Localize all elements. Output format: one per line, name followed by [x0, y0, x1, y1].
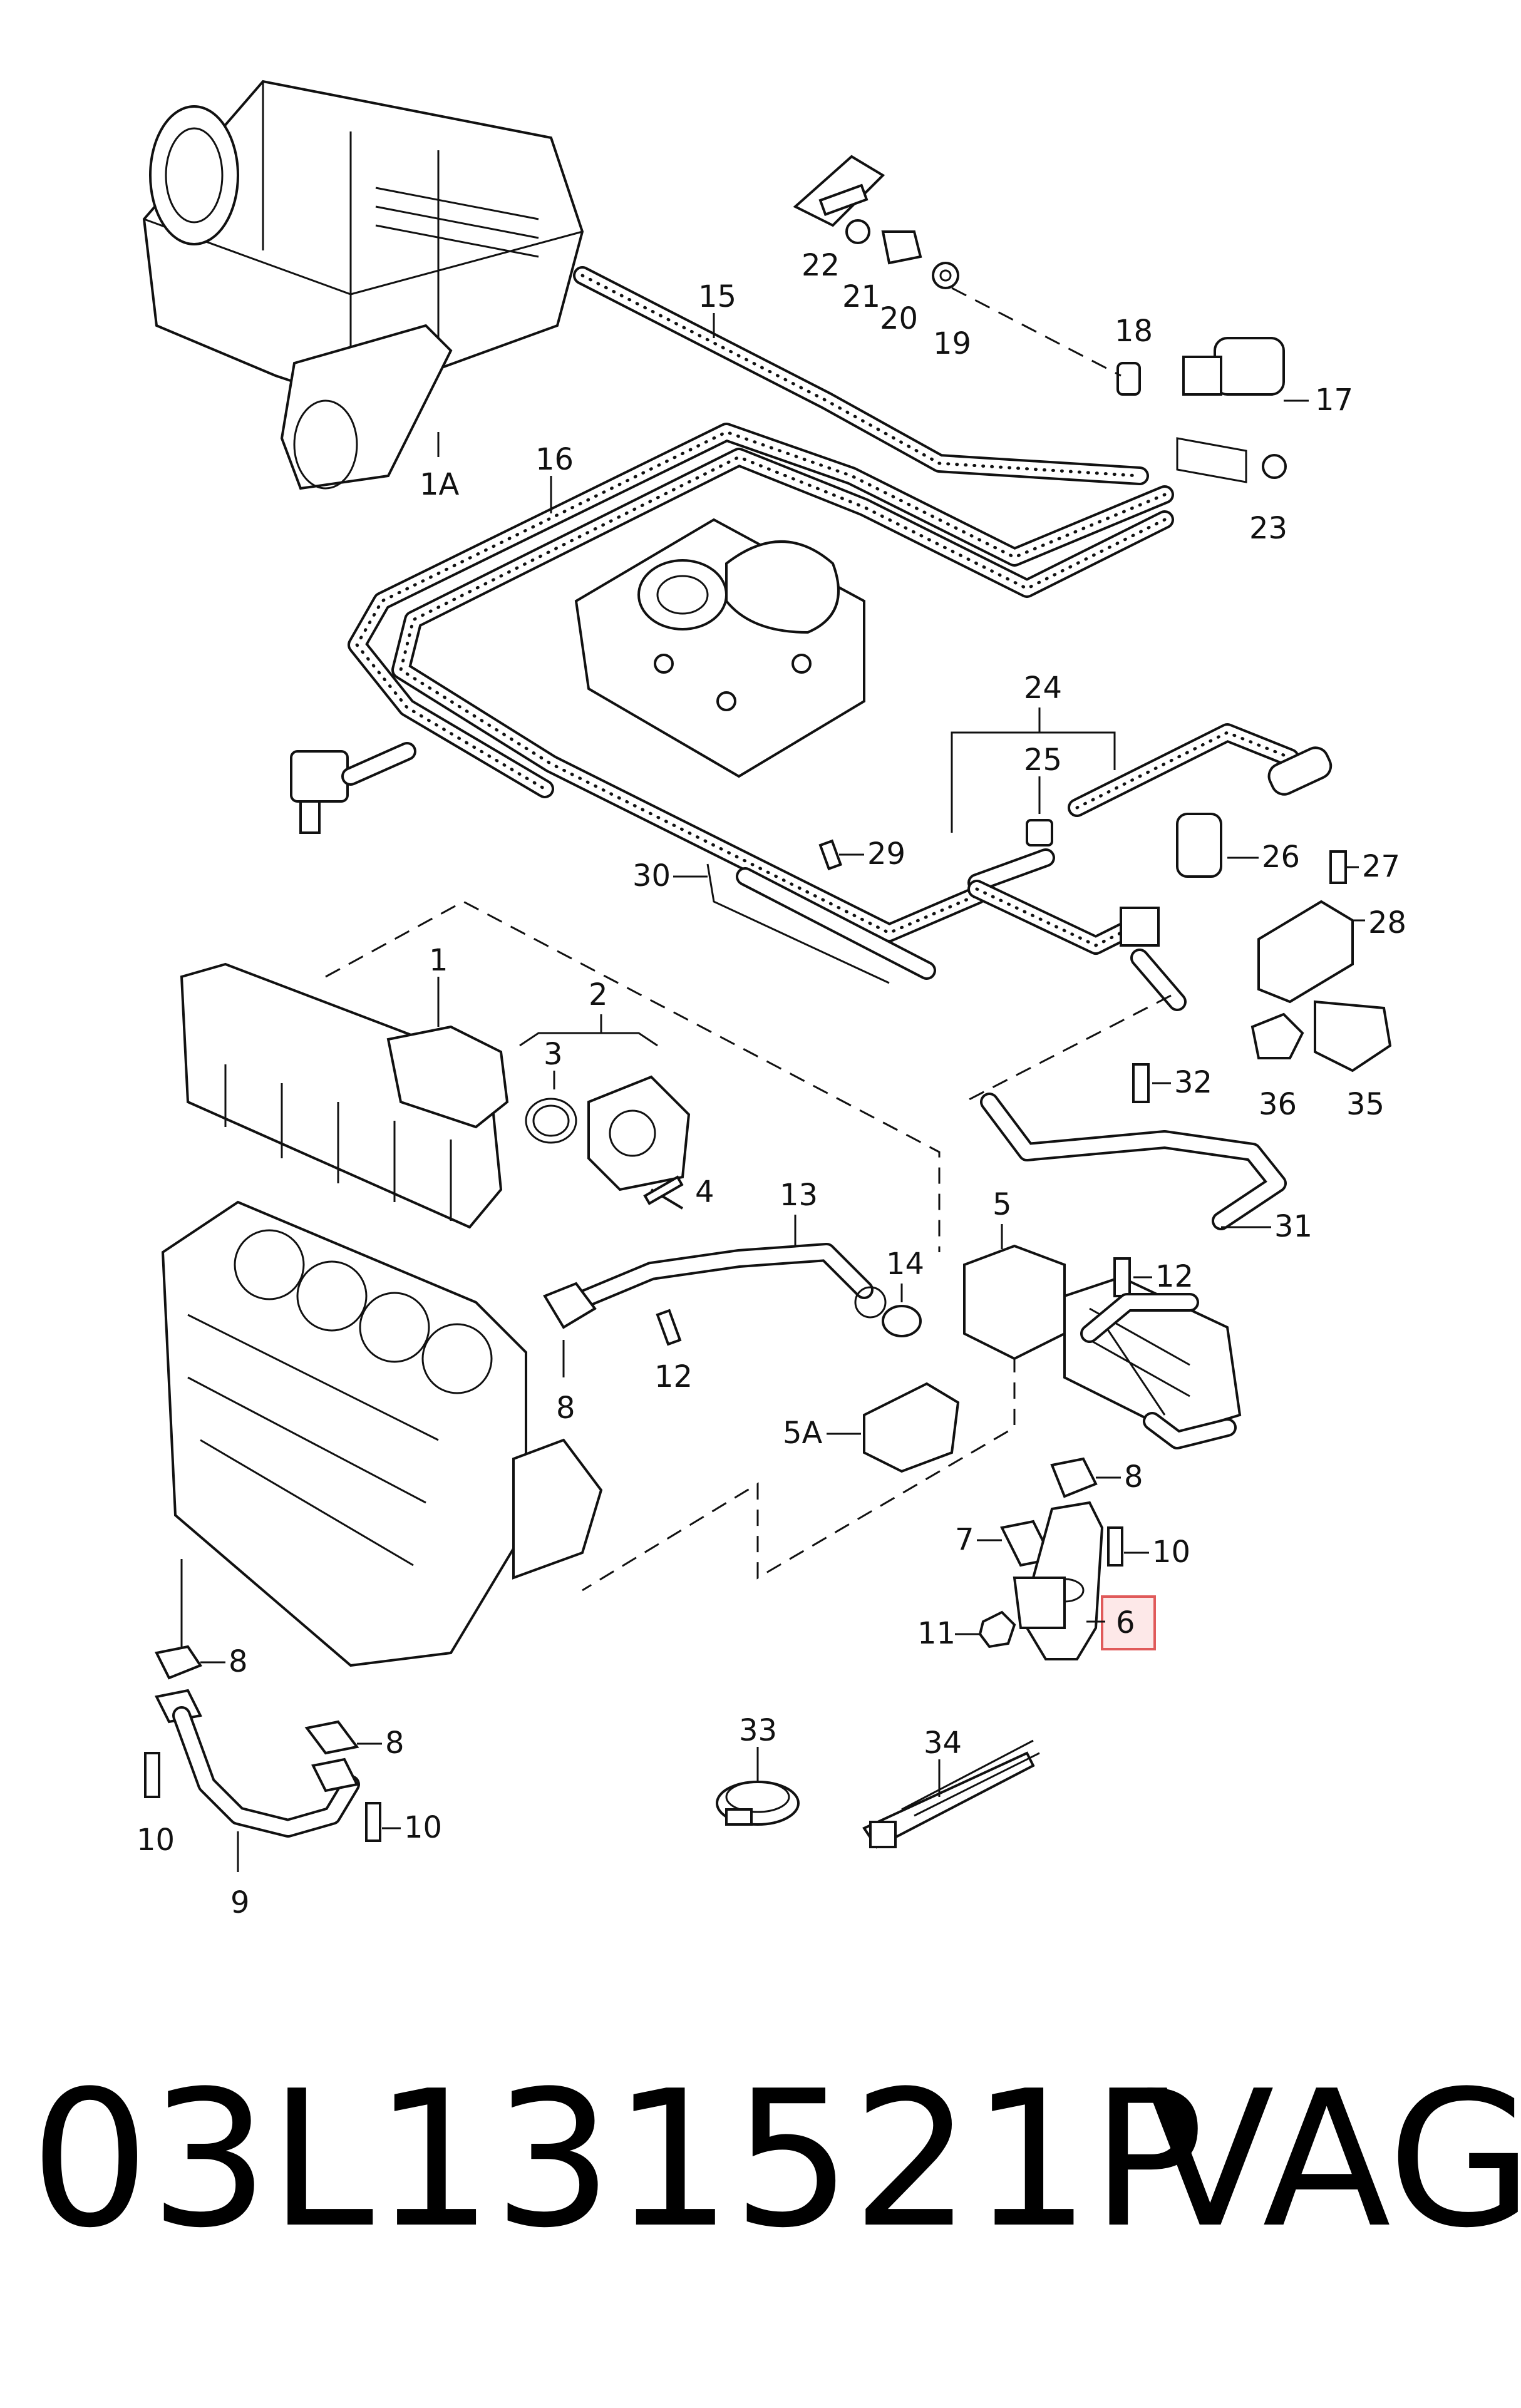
gasket-8b: [1050, 1457, 1098, 1498]
callout-8c: 8: [229, 1644, 248, 1679]
hose-clamp-33: [716, 1781, 800, 1826]
callout-5A: 5A: [783, 1416, 823, 1451]
nut-11: [978, 1610, 1016, 1649]
callout-3: 3: [544, 1037, 563, 1072]
egr-pipe-9: [144, 1645, 381, 1842]
pipe-31: [980, 1063, 1287, 1343]
callout-10b: 10: [137, 1823, 175, 1858]
bolt-27: [1329, 850, 1347, 884]
callout-29: 29: [867, 836, 905, 872]
callout-36: 36: [1259, 1087, 1297, 1122]
vacuum-hose-16: [348, 423, 1174, 942]
callout-24: 24: [1024, 671, 1062, 706]
callout-16: 16: [535, 442, 574, 477]
leader-2-bracket: [519, 1032, 658, 1047]
intake-manifold: [180, 962, 509, 1229]
callout-8a: 8: [556, 1391, 575, 1426]
callout-25: 25: [1024, 743, 1062, 778]
callout-18: 18: [1115, 314, 1153, 349]
callout-1: 1: [429, 943, 448, 978]
callout-17: 17: [1315, 383, 1353, 418]
callout-26: 26: [1262, 840, 1300, 875]
vacuum-hose-15: [573, 266, 1149, 485]
brand-label: VAG: [1146, 2050, 1521, 2269]
dash-envelope-2: [582, 1277, 1016, 1592]
callout-6[interactable]: 6: [1116, 1605, 1135, 1640]
callout-4: 4: [695, 1175, 714, 1210]
dash-envelope-3: [964, 994, 1172, 1103]
dash-18: [951, 287, 1121, 377]
callout-15: 15: [698, 279, 736, 314]
engine-top-detail: [574, 518, 865, 778]
egr-cooler: [963, 1244, 1242, 1449]
clip-36: [1250, 1012, 1304, 1059]
callout-31: 31: [1274, 1209, 1312, 1244]
callout-9: 9: [230, 1885, 250, 1920]
mounting-bracket-group: [793, 155, 1287, 483]
callout-23: 23: [1249, 511, 1287, 546]
callout-7: 7: [955, 1522, 974, 1557]
sensor-line-30: [706, 839, 936, 984]
callout-30: 30: [632, 858, 671, 893]
callout-28: 28: [1368, 905, 1406, 940]
callout-2: 2: [589, 977, 608, 1012]
callout-10a: 10: [1152, 1535, 1190, 1570]
callout-32: 32: [1174, 1065, 1212, 1100]
callout-35: 35: [1346, 1087, 1384, 1122]
callout-22: 22: [802, 248, 840, 283]
throttle-body-group: [525, 1075, 691, 1210]
callout-8d: 8: [385, 1726, 405, 1761]
callout-11: 11: [917, 1616, 956, 1651]
callout-20: 20: [880, 301, 918, 336]
callout-27: 27: [1362, 849, 1400, 884]
vacuum-actuator-left: [290, 742, 416, 834]
callout-1A: 1A: [420, 467, 460, 502]
bolt-12a: [656, 1309, 682, 1346]
callout-5: 5: [993, 1187, 1012, 1222]
callout-12b: 12: [1155, 1259, 1194, 1294]
callout-12a: 12: [654, 1359, 693, 1394]
callout-14: 14: [886, 1247, 924, 1282]
egr-pipe-13: [543, 1243, 922, 1337]
callout-21: 21: [842, 279, 880, 314]
highlight-box-6: [1101, 1595, 1156, 1650]
leader-24-bracket: [951, 731, 1116, 833]
bracket-5A: [863, 1382, 960, 1473]
callout-19: 19: [933, 326, 971, 361]
callout-13: 13: [780, 1178, 818, 1213]
callout-8b: 8: [1124, 1459, 1143, 1495]
engine-block: [161, 1200, 603, 1667]
exploded-parts-diagram: 1A 15 16: [137, 80, 1406, 1920]
part-number-label: 03L131521P: [30, 2050, 1204, 2269]
callout-33: 33: [739, 1713, 777, 1748]
dash-envelope-1: [325, 900, 941, 1252]
callout-10c: 10: [404, 1810, 442, 1845]
bracket-28: [1257, 900, 1354, 1004]
bolt-12b: [1113, 1257, 1131, 1297]
egr-pipe-6: [1013, 1501, 1104, 1660]
bolt-10a: [1107, 1526, 1123, 1567]
cable-tie-34: [862, 1739, 1040, 1849]
air-filter-housing: [142, 80, 584, 490]
vacuum-hose-24: [967, 723, 1333, 1011]
bracket-35: [1314, 1000, 1392, 1073]
callout-34: 34: [924, 1726, 962, 1761]
